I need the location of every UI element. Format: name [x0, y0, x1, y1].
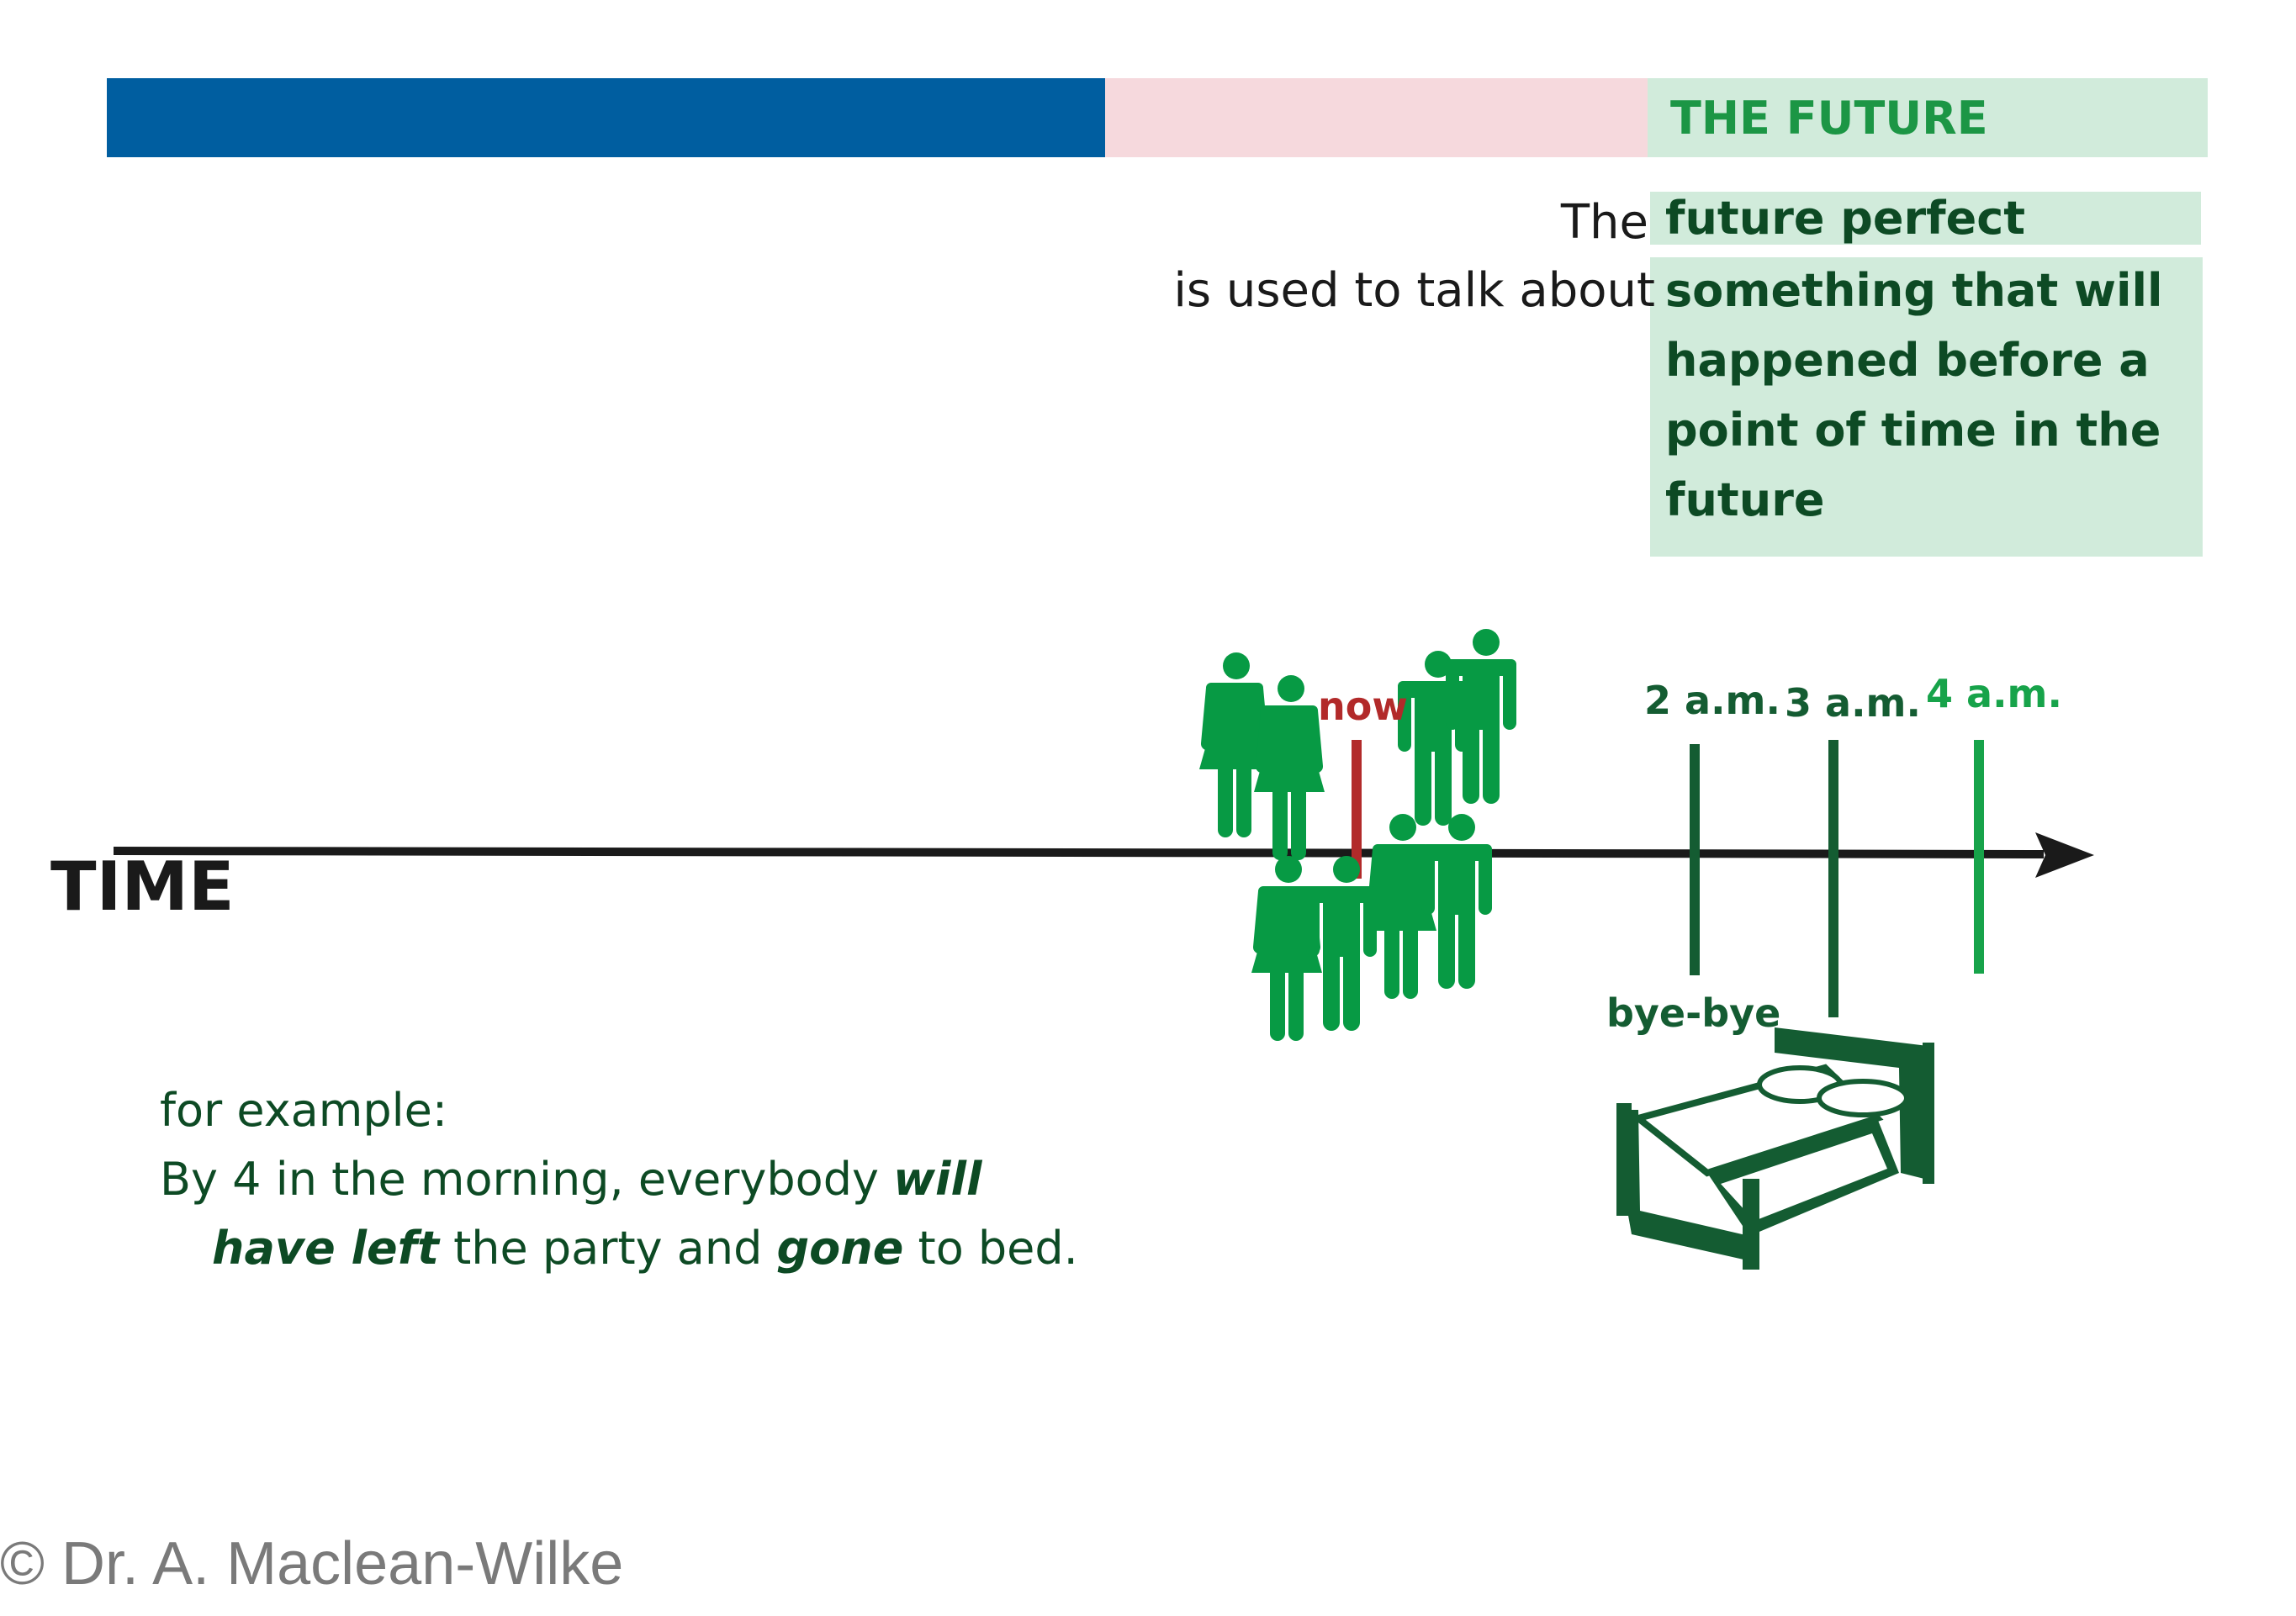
definition-text: something that will happened before a po… — [1665, 256, 2163, 535]
time-axis — [113, 847, 2045, 858]
example-emphasis: gone — [776, 1222, 904, 1275]
definition-line: point of time in the — [1665, 404, 2161, 457]
marker-label-4am: 4 a.m. — [1926, 671, 2062, 716]
example-line-2: have left the party and gone to bed. — [160, 1214, 1078, 1283]
now-label: now — [1318, 684, 1408, 729]
marker-label-2am: 2 a.m. — [1644, 678, 1780, 723]
example-text: the party and — [438, 1222, 777, 1275]
definition-line: happened before a — [1665, 334, 2150, 387]
past-bar — [107, 78, 1105, 157]
axis-label: TIME — [50, 848, 235, 926]
definition-line: something that will — [1665, 264, 2163, 317]
definition-box — [1650, 257, 2203, 557]
axis-arrowhead — [2035, 832, 2094, 878]
example-block: for example: By 4 in the morning, everyb… — [160, 1076, 1078, 1283]
present-bar — [1105, 78, 1648, 157]
copyright-credit: © Dr. A. Maclean-Wilke — [0, 1530, 624, 1598]
example-line-1: By 4 in the morning, everybody will — [160, 1145, 1078, 1214]
marker-label-3am: 3 a.m. — [1785, 680, 1921, 726]
example-text: to bed. — [903, 1222, 1078, 1275]
definition-term: future perfect — [1665, 192, 2026, 245]
definition-prefix-the: The — [1560, 195, 1648, 250]
definition-prefix-used: is used to talk about — [1173, 263, 1655, 318]
section-title: THE FUTURE — [1670, 92, 1988, 145]
example-emphasis: have left — [212, 1222, 439, 1275]
term-box — [1650, 192, 2201, 245]
example-intro: for example: — [160, 1084, 448, 1137]
example-text: By 4 in the morning, everybody — [160, 1153, 894, 1206]
definition-line: future — [1665, 473, 1825, 526]
example-emphasis: will — [893, 1153, 982, 1206]
bye-label: bye-bye — [1606, 990, 1781, 1036]
bed-icon — [1616, 1027, 1934, 1270]
future-bar — [1648, 78, 2208, 157]
